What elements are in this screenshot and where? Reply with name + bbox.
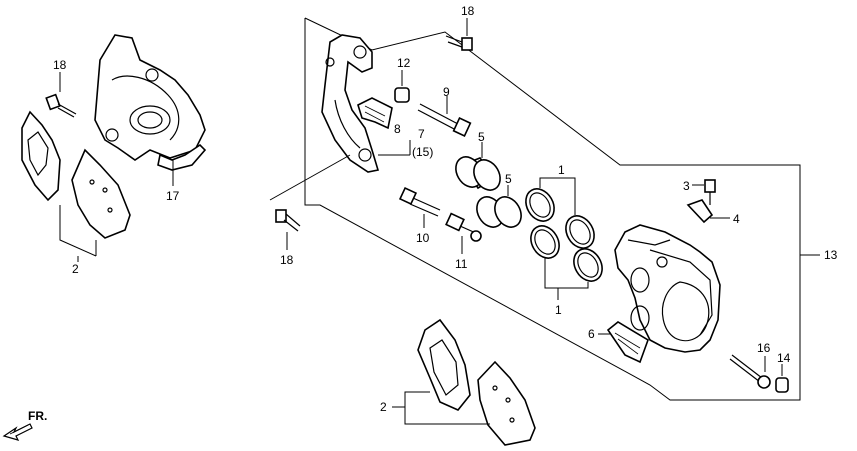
callout-18-mid: 18	[280, 253, 294, 267]
callout-10: 10	[416, 231, 430, 245]
bolt-18-mid	[269, 154, 351, 250]
pin-11	[445, 212, 482, 254]
callout-12: 12	[397, 56, 411, 70]
bolt-18-left	[45, 72, 77, 118]
callout-6: 6	[588, 327, 595, 341]
pistons-5	[455, 142, 522, 228]
boot-12	[394, 70, 410, 103]
callout-18-left: 18	[53, 58, 67, 72]
caliper-body	[614, 224, 721, 353]
pad-pin-plug-14	[775, 364, 789, 393]
front-arrow-icon	[2, 423, 33, 441]
piston-seals-1	[525, 177, 603, 300]
callout-13: 13	[824, 248, 838, 262]
callout-1b: 1	[555, 303, 562, 317]
callout-14: 14	[777, 351, 791, 365]
callout-2-bottom: 2	[380, 400, 387, 414]
callout-9: 9	[443, 85, 450, 99]
callout-4: 4	[733, 212, 740, 226]
callout-5a: 5	[478, 130, 485, 144]
front-label: FR.	[28, 409, 47, 423]
bolt-18-top	[445, 18, 473, 51]
assembly-outline	[304, 17, 820, 401]
bleeder-3	[692, 179, 716, 205]
bleeder-cap-4	[686, 199, 730, 224]
pad-spring-8	[357, 97, 393, 130]
callout-17: 17	[166, 189, 180, 203]
pad-pin-16	[729, 354, 771, 389]
brake-pads-2-bottom	[392, 318, 536, 446]
brake-pads-2-left	[21, 110, 131, 262]
callout-16: 16	[757, 341, 771, 355]
callout-labels: 18 12 9 8 7 (15) 5 5 1 1 3 4 13 10 11 18…	[28, 4, 838, 423]
callout-15: (15)	[412, 145, 433, 159]
caliper-bracket-17	[94, 34, 207, 186]
callout-1a: 1	[558, 163, 565, 177]
pin-bolt-9	[417, 96, 472, 137]
callout-3: 3	[683, 179, 690, 193]
pin-bolt-10	[398, 186, 441, 228]
callout-11: 11	[455, 257, 468, 271]
pad-shim-6	[598, 321, 649, 364]
callout-18-top: 18	[461, 4, 475, 18]
callout-5b: 5	[505, 172, 512, 186]
callout-2-left: 2	[72, 262, 79, 276]
callout-7: 7	[418, 127, 425, 141]
leader-7-15	[378, 140, 411, 156]
callout-8: 8	[394, 122, 401, 136]
